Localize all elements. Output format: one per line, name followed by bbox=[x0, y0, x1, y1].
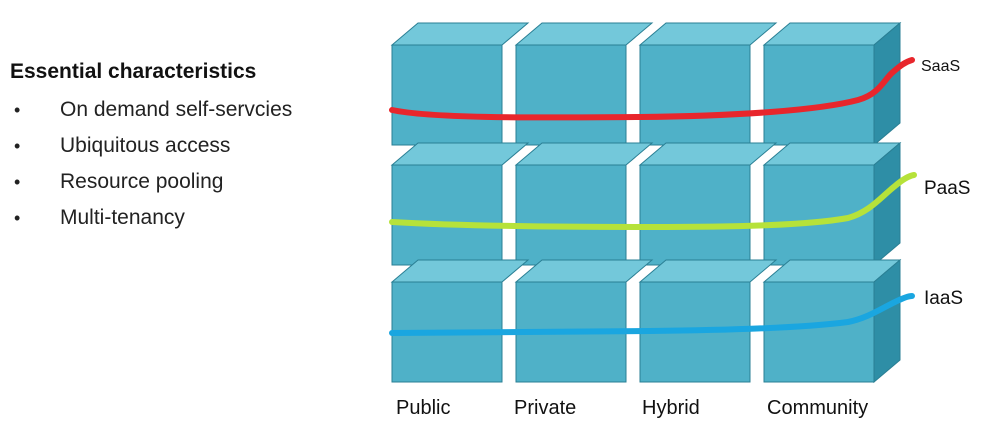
bullet-icon: • bbox=[14, 100, 21, 120]
cube-top-face bbox=[638, 142, 778, 166]
cube-front-face bbox=[391, 44, 503, 146]
cube-top-face bbox=[638, 22, 778, 46]
deployment-label-private: Private bbox=[514, 397, 577, 419]
characteristics-heading: Essential characteristics bbox=[10, 60, 257, 83]
cube-front-face bbox=[515, 164, 627, 266]
bullet-icon: • bbox=[14, 136, 21, 156]
cube-front-face bbox=[639, 164, 751, 266]
cube-top-face bbox=[514, 22, 654, 46]
cube-front-face bbox=[763, 44, 875, 146]
characteristic-label: Ubiquitous access bbox=[60, 134, 231, 157]
deployment-label-hybrid: Hybrid bbox=[642, 397, 700, 419]
layer-label-saas: SaaS bbox=[921, 58, 961, 75]
characteristic-label: Resource pooling bbox=[60, 170, 224, 193]
cube-side-face bbox=[873, 21, 901, 147]
layer-label-paas: PaaS bbox=[924, 178, 971, 199]
bullet-icon: • bbox=[14, 172, 21, 192]
deployment-label-public: Public bbox=[396, 397, 451, 419]
bullet-icon: • bbox=[14, 208, 21, 228]
cube-front-face bbox=[391, 164, 503, 266]
deployment-label-community: Community bbox=[767, 397, 869, 419]
characteristic-label: Multi-tenancy bbox=[60, 206, 185, 229]
layer-label-iaas: IaaS bbox=[924, 288, 964, 309]
service-layer-lines bbox=[389, 57, 917, 336]
cube-front-face bbox=[639, 44, 751, 146]
characteristic-label: On demand self-servcies bbox=[60, 98, 293, 121]
layer-line-paas bbox=[389, 172, 917, 230]
cube-top-face bbox=[390, 142, 530, 166]
cube-top-face bbox=[390, 22, 530, 46]
cube-front-face bbox=[515, 44, 627, 146]
layer-line-saas bbox=[389, 57, 915, 121]
cube-front-face bbox=[763, 281, 875, 383]
layer-line-iaas bbox=[389, 293, 915, 336]
cube-stack bbox=[390, 21, 902, 384]
cube-side-face bbox=[873, 258, 901, 384]
cube-top-face bbox=[514, 142, 654, 166]
